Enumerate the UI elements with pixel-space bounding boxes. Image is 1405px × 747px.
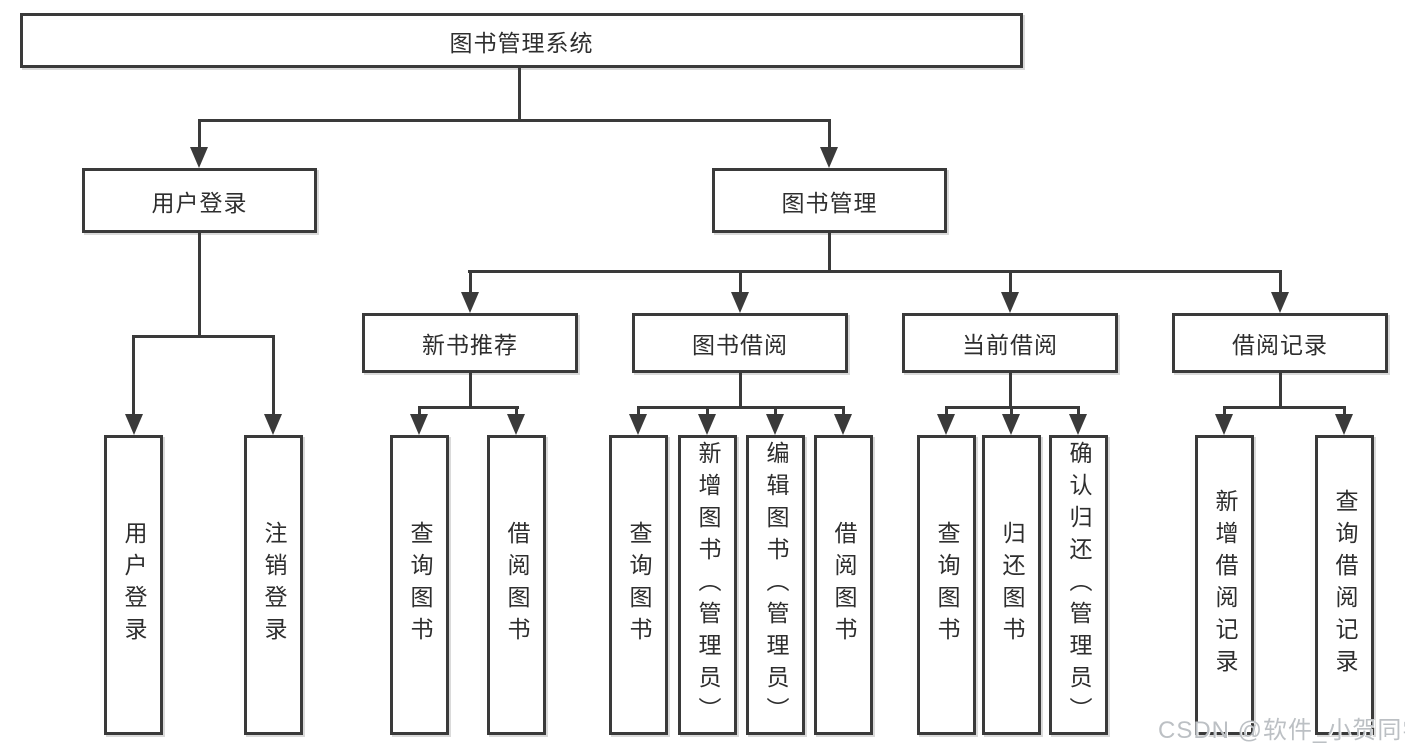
connector-line xyxy=(1010,406,1013,416)
leaf-logout: 注销登录 xyxy=(244,435,303,735)
leaf-edit-books-admin: 编辑图书（管理员） xyxy=(746,435,805,735)
leaf-borrow-books-1: 借阅图书 xyxy=(487,435,546,735)
arrow-down-icon xyxy=(937,414,955,435)
arrow-down-icon xyxy=(834,414,852,435)
connector-line xyxy=(637,406,845,409)
arrow-down-icon xyxy=(698,414,716,435)
connector-line xyxy=(132,335,135,415)
leaf-query-borrow-record: 查询借阅记录 xyxy=(1315,435,1374,735)
arrow-down-icon xyxy=(264,414,282,435)
arrow-down-icon xyxy=(1335,414,1353,435)
arrow-down-icon xyxy=(507,414,525,435)
node-current-borrow: 当前借阅 xyxy=(902,313,1118,373)
connector-line xyxy=(418,406,519,409)
connector-line xyxy=(1009,270,1012,293)
node-user-login: 用户登录 xyxy=(82,168,317,233)
connector-line xyxy=(774,406,777,416)
arrow-down-icon xyxy=(820,147,838,168)
leaf-confirm-return-admin: 确认归还（管理员） xyxy=(1049,435,1108,735)
connector-line xyxy=(1223,406,1346,409)
connector-line xyxy=(828,119,831,148)
node-borrow-records: 借阅记录 xyxy=(1172,313,1388,373)
connector-line xyxy=(739,270,742,293)
arrow-down-icon xyxy=(1069,414,1087,435)
connector-line xyxy=(1279,270,1282,293)
connector-line xyxy=(198,233,201,338)
connector-line xyxy=(272,335,275,415)
connector-line xyxy=(198,119,831,122)
arrow-down-icon xyxy=(1271,292,1289,313)
leaf-add-books-admin: 新增图书（管理员） xyxy=(678,435,737,735)
arrow-down-icon xyxy=(1215,414,1233,435)
connector-line xyxy=(518,68,521,122)
connector-line xyxy=(198,119,201,148)
leaf-query-books-2: 查询图书 xyxy=(609,435,668,735)
connector-line xyxy=(739,373,742,409)
connector-line xyxy=(706,406,709,416)
leaf-query-books-1: 查询图书 xyxy=(390,435,449,735)
leaf-user-login: 用户登录 xyxy=(104,435,163,735)
arrow-down-icon xyxy=(410,414,428,435)
connector-line xyxy=(1077,406,1080,416)
connector-line xyxy=(1223,406,1226,416)
node-root: 图书管理系统 xyxy=(20,13,1023,68)
connector-line xyxy=(469,270,472,293)
connector-line xyxy=(945,406,948,416)
connector-line xyxy=(1343,406,1346,416)
node-new-book-recommend: 新书推荐 xyxy=(362,313,578,373)
watermark-text: CSDN @软件_小贺同学 xyxy=(1158,717,1405,744)
connector-line xyxy=(828,233,831,273)
arrow-down-icon xyxy=(461,292,479,313)
leaf-borrow-books-2: 借阅图书 xyxy=(814,435,873,735)
connector-line xyxy=(515,406,518,416)
arrow-down-icon xyxy=(766,414,784,435)
connector-line xyxy=(469,373,472,409)
connector-line xyxy=(637,406,640,416)
arrow-down-icon xyxy=(190,147,208,168)
connector-line xyxy=(842,406,845,416)
arrow-down-icon xyxy=(125,414,143,435)
arrow-down-icon xyxy=(1002,414,1020,435)
leaf-add-borrow-record: 新增借阅记录 xyxy=(1195,435,1254,735)
node-book-borrow: 图书借阅 xyxy=(632,313,848,373)
arrow-down-icon xyxy=(731,292,749,313)
connector-line xyxy=(132,335,275,338)
arrow-down-icon xyxy=(1001,292,1019,313)
connector-line xyxy=(418,406,421,416)
leaf-return-books: 归还图书 xyxy=(982,435,1041,735)
leaf-query-books-3: 查询图书 xyxy=(917,435,976,735)
connector-line xyxy=(468,270,1282,273)
arrow-down-icon xyxy=(629,414,647,435)
connector-line xyxy=(1279,373,1282,409)
connector-line xyxy=(1009,373,1012,409)
node-book-management: 图书管理 xyxy=(712,168,947,233)
